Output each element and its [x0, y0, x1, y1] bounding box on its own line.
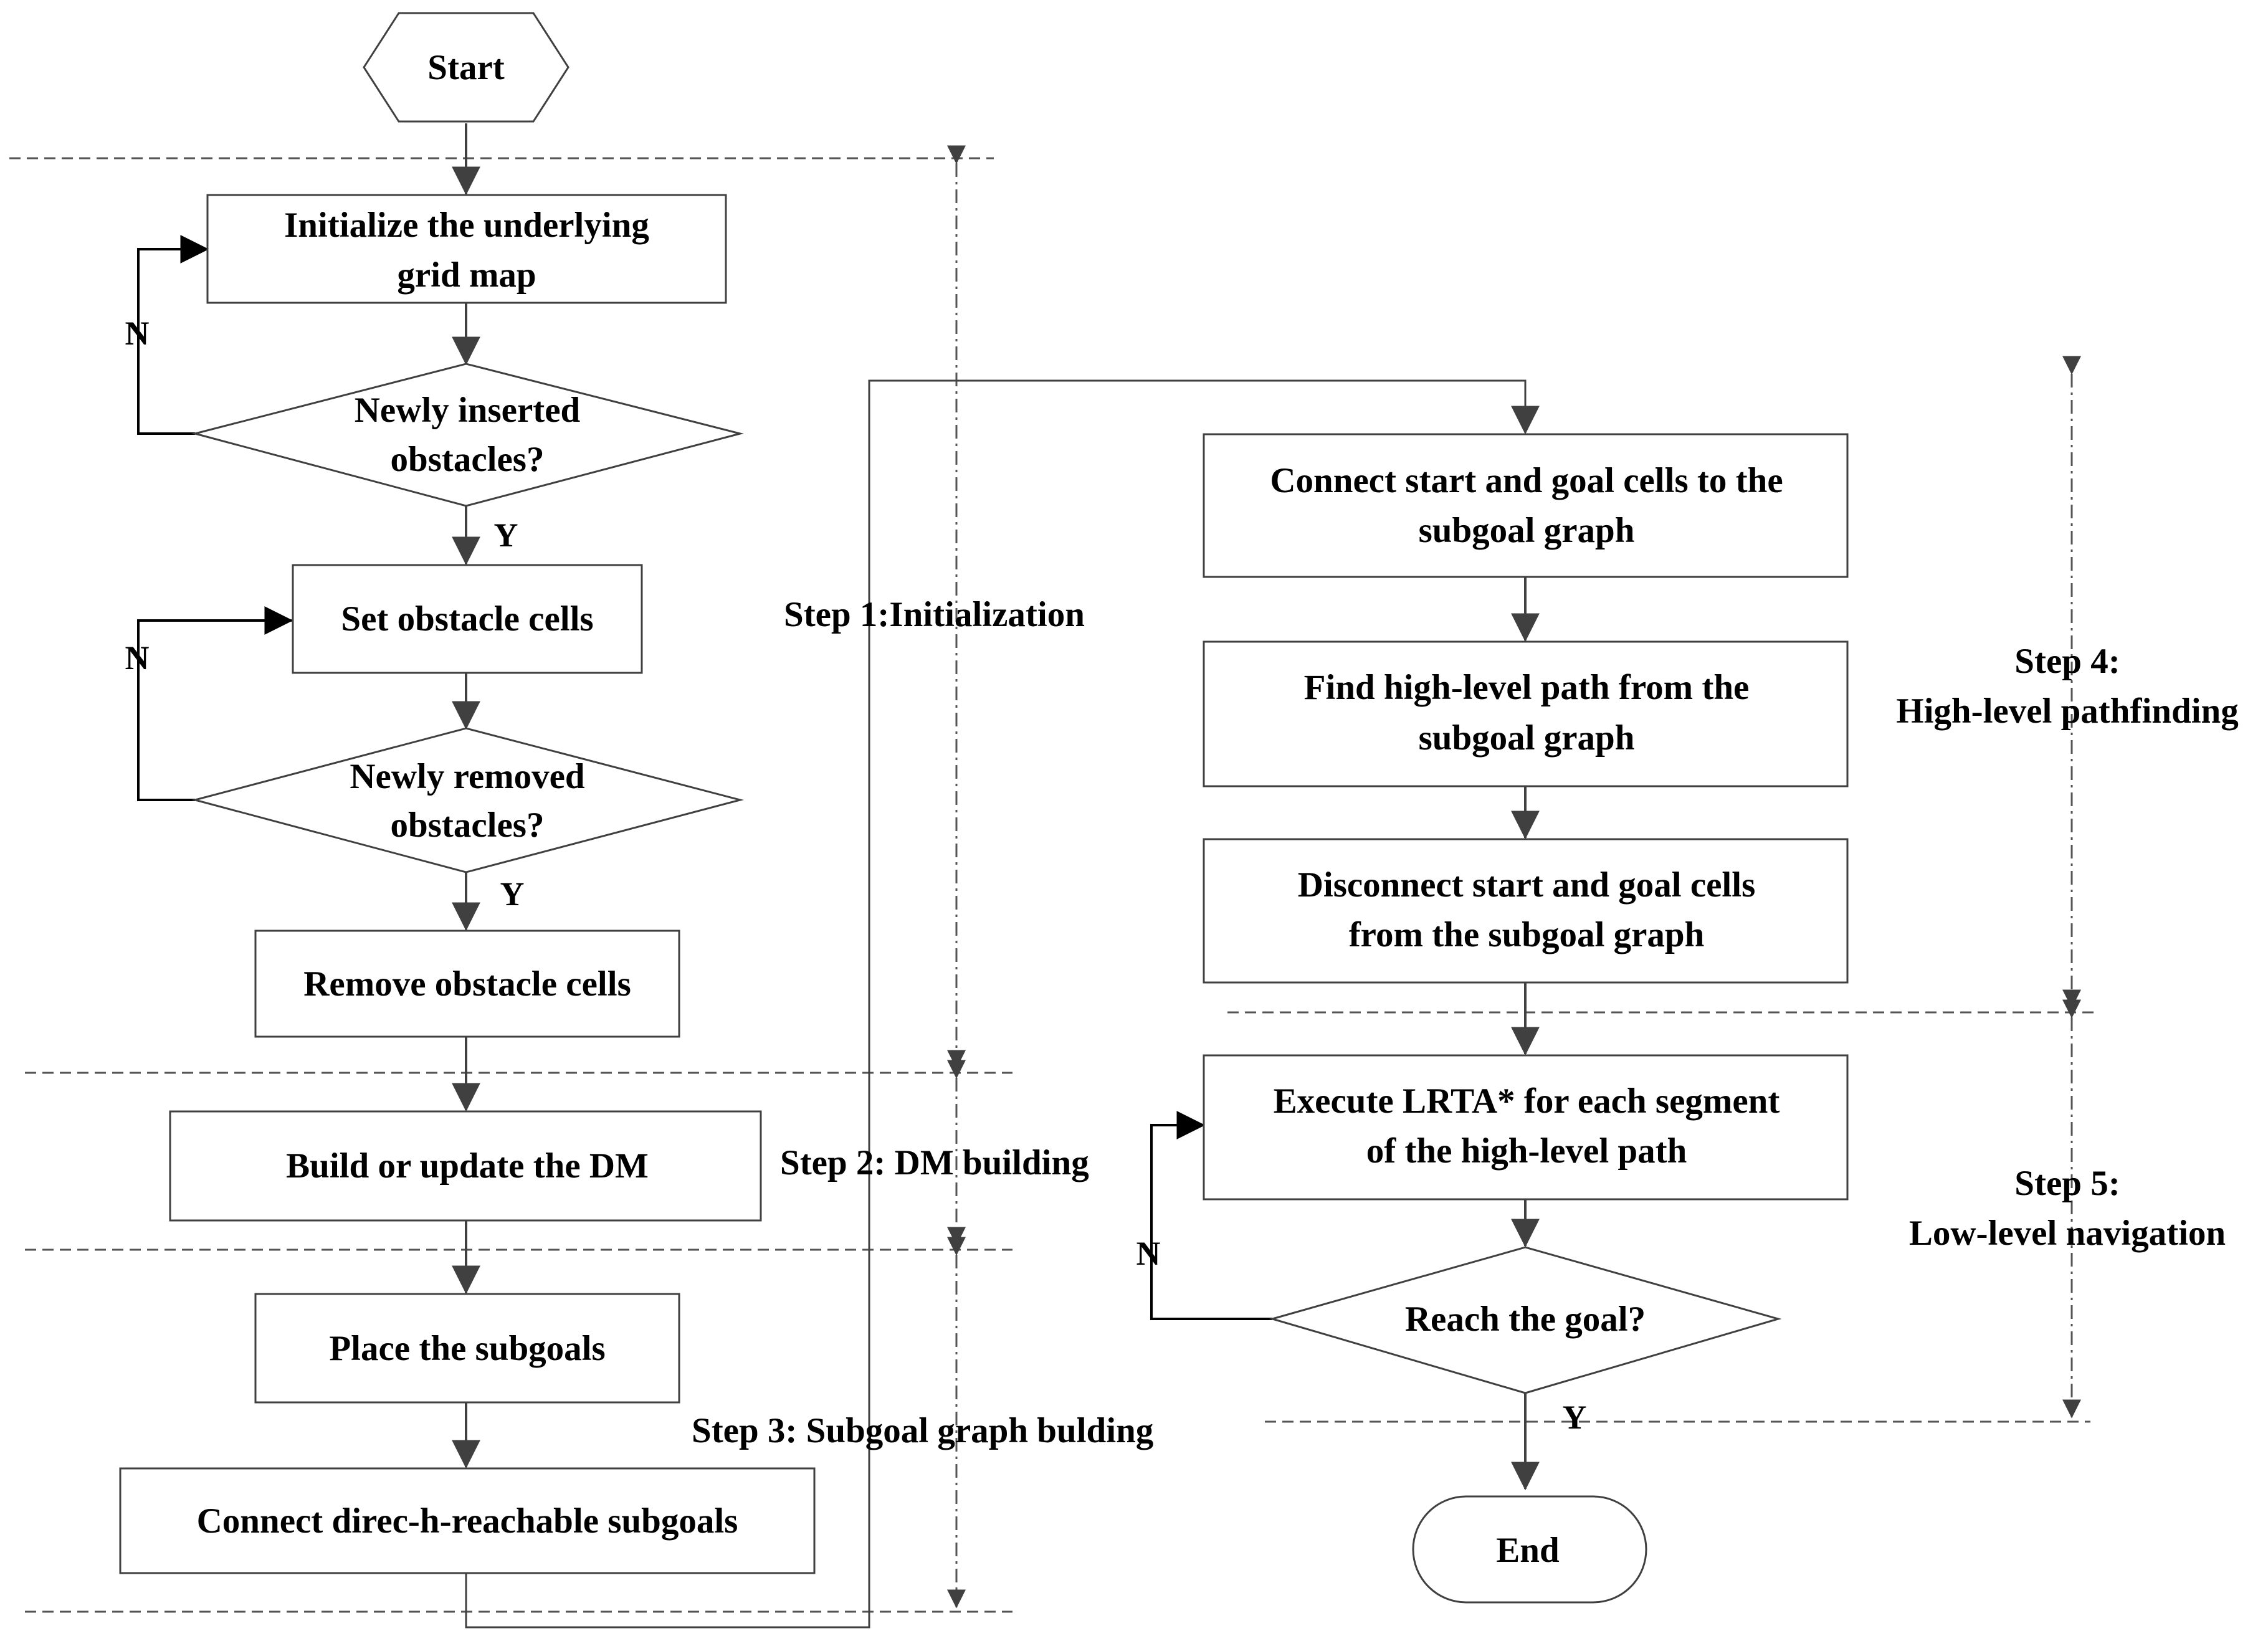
build-dm-box: Build or update the DM [169, 1110, 762, 1222]
disconnect-label-line2: from the subgoal graph [1349, 915, 1705, 954]
step4-label-line2: High-level pathfinding [1896, 692, 2239, 731]
branch-labels: N Y N Y N Y [125, 315, 1587, 1436]
connect-start-goal-label-line2: subgoal graph [1419, 511, 1635, 550]
reach-goal-label: Reach the goal? [1405, 1300, 1646, 1339]
connect-subgoals-label: Connect direc-h-reachable subgoals [197, 1501, 738, 1541]
newly-inserted-label-line2: obstacles? [391, 440, 545, 479]
newly-removed-decision: Newly removed obstacles? [191, 727, 744, 873]
place-subgoals-label: Place the subgoals [329, 1329, 605, 1368]
step-range-indicators [947, 145, 2081, 1609]
set-obstacle-box: Set obstacle cells [292, 564, 643, 674]
find-path-label-line2: subgoal graph [1419, 718, 1635, 758]
init-grid-label-line1: Initialize the underlying [284, 206, 649, 245]
left-column-connectors [137, 123, 480, 1469]
reach-goal-decision: Reach the goal? [1269, 1246, 1782, 1394]
connect-start-goal-box: Connect start and goal cells to the subg… [1203, 433, 1849, 578]
init-grid-label-line2: grid map [397, 255, 536, 295]
no-label-reach: N [1136, 1235, 1161, 1272]
newly-inserted-label-line1: Newly inserted [355, 391, 581, 430]
connect-subgoals-box: Connect direc-h-reachable subgoals [119, 1467, 816, 1574]
step5-label-line1: Step 5: [2014, 1164, 2120, 1203]
no-label-inserted: N [125, 315, 150, 352]
remove-obstacle-label: Remove obstacle cells [303, 964, 631, 1004]
init-grid-box: Initialize the underlying grid map [206, 194, 727, 304]
step-separators [9, 157, 2097, 1613]
execute-lrta-box: Execute LRTA* for each segment of the hi… [1203, 1054, 1849, 1201]
find-path-label-line1: Find high-level path from the [1304, 668, 1750, 707]
disconnect-label-line1: Disconnect start and goal cells [1298, 865, 1756, 905]
set-obstacle-label: Set obstacle cells [341, 599, 593, 639]
end-label: End [1496, 1531, 1560, 1570]
connect-start-goal-label-line1: Connect start and goal cells to the [1270, 461, 1783, 500]
find-path-box: Find high-level path from the subgoal gr… [1203, 640, 1849, 787]
yes-label-removed: Y [500, 875, 525, 913]
disconnect-box: Disconnect start and goal cells from the… [1203, 838, 1849, 984]
right-column-connectors [1150, 577, 1540, 1491]
yes-label-reach: Y [1563, 1399, 1587, 1436]
end-node: End [1412, 1495, 1647, 1604]
step1-label: Step 1:Initialization [784, 595, 1085, 634]
step3-label: Step 3: Subgoal graph bulding [692, 1411, 1153, 1450]
build-dm-label: Build or update the DM [286, 1146, 649, 1186]
remove-obstacle-box: Remove obstacle cells [254, 930, 680, 1038]
yes-label-inserted: Y [494, 516, 518, 554]
newly-removed-label-line2: obstacles? [391, 806, 545, 845]
start-label: Start [427, 48, 504, 87]
newly-inserted-decision: Newly inserted obstacles? [191, 363, 744, 507]
execute-lrta-label-line2: of the high-level path [1366, 1131, 1687, 1171]
newly-removed-label-line1: Newly removed [350, 757, 585, 796]
step2-label: Step 2: DM building [780, 1143, 1089, 1182]
step5-label-line2: Low-level navigation [1909, 1214, 2226, 1253]
no-label-removed: N [125, 639, 150, 677]
place-subgoals-box: Place the subgoals [254, 1293, 680, 1404]
step4-label-line1: Step 4: [2014, 642, 2120, 681]
step-labels: Step 1:Initialization Step 2: DM buildin… [692, 595, 2239, 1450]
execute-lrta-label-line1: Execute LRTA* for each segment [1274, 1082, 1780, 1121]
cross-connector [465, 379, 1540, 1629]
start-node: Start [363, 12, 569, 123]
